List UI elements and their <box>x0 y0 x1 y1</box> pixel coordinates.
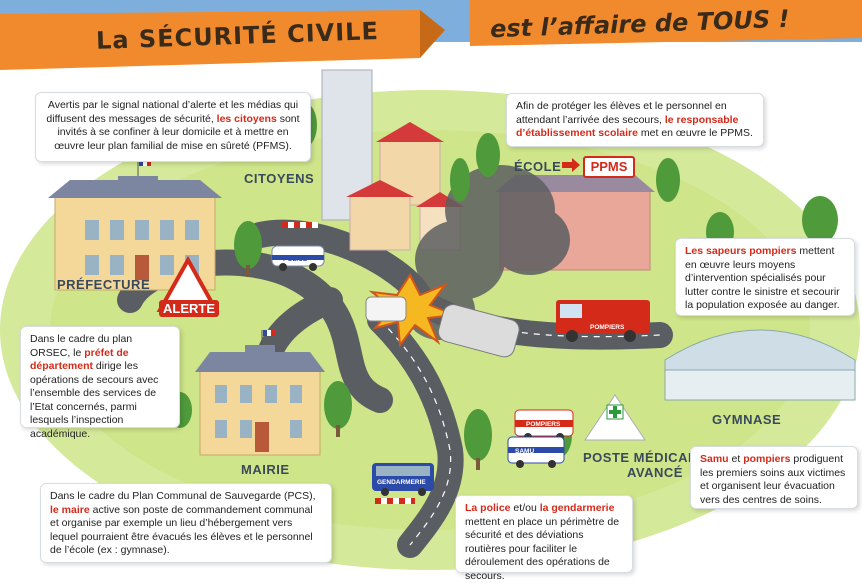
ecole-text-pre: Afin de protéger les élèves et le person… <box>516 100 727 126</box>
samu-highlight: Samu <box>700 453 729 465</box>
mairie-building <box>195 330 325 456</box>
samu-text-mid: et <box>728 453 744 465</box>
ecole-highlight: le responsable d’établissement scolaire <box>516 113 739 140</box>
police-car-label: POLICE <box>283 256 308 263</box>
citoyens-info-box: Avertis par le signal national d’alerte … <box>35 92 311 162</box>
maire-text-post: active son poste de commandement communa… <box>50 503 313 557</box>
ppms-badge: PPMS <box>583 156 635 178</box>
maire-text-pre: Dans le cadre du Plan Communal de Sauveg… <box>50 490 316 502</box>
fire-truck-label: POMPIERS <box>590 324 625 331</box>
samu-ambulance-label: SAMU <box>515 448 535 455</box>
citoyens-label: CITOYENS <box>244 171 315 186</box>
citoyens-highlight: les citoyens <box>216 112 277 125</box>
prefet-info-box: Dans le cadre du plan ORSEC, le préfet d… <box>20 326 180 440</box>
prefecture-building <box>48 160 222 291</box>
police-text-post: mettent en place un périmètre de sécurit… <box>465 515 620 582</box>
gymnase-label: GYMNASE <box>712 412 782 427</box>
arrow-icon <box>562 158 580 172</box>
alerte-label: ALERTE <box>159 300 219 317</box>
gymnase-building <box>664 329 856 401</box>
pompiers-ambulance-icon <box>514 409 574 441</box>
gendarmerie-van-label: GENDARMERIE <box>377 479 426 486</box>
ecole-text-post: met en œuvre le PPMS. <box>637 127 753 139</box>
pompiers-info-box: Les sapeurs pompiers mettent en œuvre le… <box>675 238 855 316</box>
police-info-box: La police et/ou la gendarmerie mettent e… <box>455 495 633 582</box>
police-car-icon <box>271 245 325 271</box>
crashed-vehicles <box>365 296 520 358</box>
prefet-text-post: dirige les opérations de secours avec l’… <box>30 360 159 440</box>
fire-truck-icon <box>556 300 650 342</box>
maire-info-box: Dans le cadre du Plan Communal de Sauveg… <box>40 483 332 563</box>
mairie-label: MAIRIE <box>241 462 290 477</box>
pompiers-text-post: mettent en œuvre leurs moyens d’interven… <box>685 245 840 311</box>
road-barrier-icon <box>375 498 415 504</box>
gendarmerie-van-icon <box>372 463 434 496</box>
ecole-label: ÉCOLE <box>514 159 562 174</box>
citoyens-text-pre: Avertis par le signal national d’alerte … <box>46 99 299 125</box>
samu-ambulance-icon <box>507 436 565 468</box>
samu-info-box: Samu et pompiers prodiguent les premiers… <box>690 446 858 509</box>
samu-text-post: prodiguent les premiers soins aux victim… <box>700 453 846 506</box>
poste-medical-label-line2: AVANCÉ <box>627 465 683 480</box>
gendarmerie-highlight: la gendarmerie <box>539 502 615 514</box>
medical-tent <box>584 394 646 441</box>
road-barrier-icon <box>282 222 318 228</box>
title-banner-right <box>470 0 862 46</box>
samu-pompiers-highlight: pompiers <box>743 453 791 465</box>
police-text-mid: et/ou <box>510 502 540 514</box>
pompiers-ambulance-label: POMPIERS <box>526 421 561 428</box>
poste-medical-label: POSTE MÉDICAL <box>583 450 697 465</box>
title-banner-left <box>0 10 420 70</box>
pompiers-highlight: Les sapeurs pompiers <box>685 245 797 257</box>
police-highlight: La police <box>465 502 511 514</box>
prefet-text-pre: Dans le cadre du plan ORSEC, le <box>30 333 133 359</box>
citoyens-text-post: sont invités à se confiner à leur domici… <box>54 112 300 152</box>
prefet-highlight: préfet de département <box>30 346 129 373</box>
prefecture-label: PRÉFECTURE <box>57 277 151 292</box>
ecole-info-box: Afin de protéger les élèves et le person… <box>506 93 764 147</box>
maire-highlight: le maire <box>50 503 90 516</box>
